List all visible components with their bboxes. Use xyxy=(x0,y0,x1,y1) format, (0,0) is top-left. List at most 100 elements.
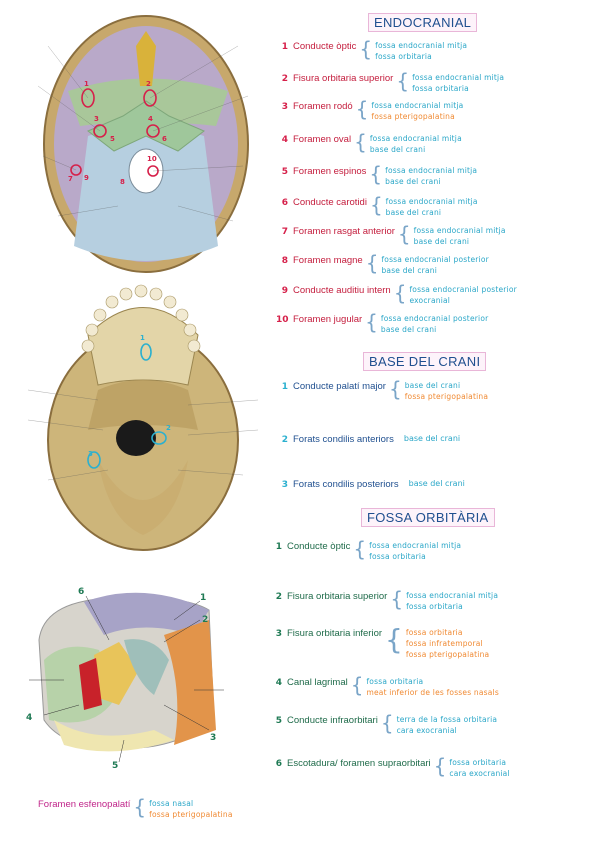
orbit-item-destinations: fossa endocranial mitja fossa orbitaria xyxy=(406,590,498,612)
brace-icon: { xyxy=(397,222,411,246)
orbit-item-number: 3 xyxy=(275,629,282,639)
brace-icon: { xyxy=(369,162,383,186)
orbit-item-destinations: fossa orbitaria meat inferior de les foss… xyxy=(366,676,499,698)
endocranial-item-destinations: fossa endocranial mitja fossa orbitaria xyxy=(412,72,504,94)
endocranial-item-name: Foramen rasgat anterior xyxy=(293,226,395,237)
orbit-item-destination: cara exocranial xyxy=(449,769,510,778)
orbit-item-name: Conducte infraorbitari xyxy=(287,715,378,726)
endo-fig-label-3: 3 xyxy=(94,115,99,123)
endo-fig-label-6: 6 xyxy=(162,135,167,143)
endocranial-item-number: 8 xyxy=(281,256,288,266)
orbit-item-name: Fisura orbitaria superior xyxy=(287,591,388,602)
brace-icon: { xyxy=(433,754,447,778)
base-item-name: Forats condilis anteriors xyxy=(293,434,394,445)
endocranial-item-name: Foramen rodó xyxy=(293,101,353,112)
base-item-name: Conducte palatí major xyxy=(293,381,386,392)
orbit-item-name: Fisura orbitaria inferior xyxy=(287,628,383,639)
orbit-item-number: 1 xyxy=(275,542,282,552)
section-title-endocranial: ENDOCRANIAL xyxy=(368,13,478,32)
endocranial-item-name: Foramen espinos xyxy=(293,166,367,177)
orbit-item-destination: meat inferior de les fosses nasals xyxy=(366,688,499,697)
brace-icon: { xyxy=(353,537,367,561)
endocranial-item-destination: fossa orbitaria xyxy=(412,84,469,93)
skull-base-figure: 1 2 3 xyxy=(28,284,258,551)
base-item-number: 3 xyxy=(281,480,288,490)
sphenopalatine-sub-2: fossa pterigopalatina xyxy=(149,810,233,819)
endocranial-item-destination: fossa endocranial mitja xyxy=(413,226,506,235)
orbit-item-number: 6 xyxy=(275,759,282,769)
endocranial-item-number: 5 xyxy=(281,167,288,177)
base-item-number: 1 xyxy=(281,382,288,392)
sphenopalatine-sub-1: fossa nasal xyxy=(149,799,194,808)
orbit-item-destination: cara exocranial xyxy=(396,726,457,735)
orbit-item-destination: fossa orbitaria xyxy=(369,552,426,561)
brace-icon: { xyxy=(388,377,402,401)
base-item-destination: fossa pterigopalatina xyxy=(404,392,489,401)
orbit-item-name: Canal lagrimal xyxy=(287,677,348,688)
brace-icon: { xyxy=(365,310,378,334)
base-item-destination: base del crani xyxy=(403,434,461,443)
endocranial-item: 7 Foramen rasgat anterior{fossa endocrani… xyxy=(276,222,506,247)
orbit-item-destination: fossa orbitaria xyxy=(405,628,463,637)
orbit-item-destination: terra de la fossa orbitaria xyxy=(396,715,498,724)
endocranial-item-number: 10 xyxy=(276,315,289,325)
endocranial-item-destination: fossa endocranial mitja xyxy=(412,73,505,82)
endocranial-item-name: Foramen oval xyxy=(293,134,352,145)
orbit-item: 3 Fisura orbitaria inferior{fossa orbitar… xyxy=(270,623,489,660)
endo-fig-label-9: 9 xyxy=(84,174,89,182)
endocranial-item-destination: fossa orbitaria xyxy=(375,52,432,61)
orbit-fig-label-5: 5 xyxy=(112,761,118,770)
brace-icon: { xyxy=(385,623,403,656)
endocranial-item-name: Conducte carotidi xyxy=(293,197,367,208)
endocranial-item-number: 4 xyxy=(281,135,288,145)
endo-fig-label-10: 10 xyxy=(147,155,157,163)
endocranial-item-number: 7 xyxy=(281,227,288,237)
endocranial-item-number: 3 xyxy=(281,102,288,112)
endo-fig-label-2: 2 xyxy=(146,80,151,88)
sphenopalatine-entry: Foramen esfenopalatí { fossa nasal fossa… xyxy=(38,797,233,820)
orbit-item-number: 2 xyxy=(275,592,282,602)
base-item: 3 Forats condilis posteriors base del cran… xyxy=(276,478,465,490)
endocranial-item-destination: fossa pterigopalatina xyxy=(371,112,455,121)
base-item-name: Forats condilis posteriors xyxy=(293,479,399,490)
sphenopalatine-name: Foramen esfenopalatí xyxy=(38,799,131,810)
endocranial-item-name: Foramen jugular xyxy=(293,314,363,325)
orbit-item-name: Conducte òptic xyxy=(287,541,351,552)
endocranial-item-number: 2 xyxy=(281,74,288,84)
endocranial-item-name: Fisura orbitaria superior xyxy=(293,73,394,84)
endo-fig-label-7: 7 xyxy=(68,175,73,183)
orbit-fig-label-1: 1 xyxy=(200,593,206,603)
orbit-item: 6 Escotadura/ foramen supraorbitari{fossa… xyxy=(270,754,510,779)
endocranial-skull-figure: 1 2 3 4 5 6 7 8 9 10 xyxy=(37,15,249,273)
base-fig-label-1: 1 xyxy=(140,334,145,342)
sphenopalatine-subs: fossa nasal fossa pterigopalatina xyxy=(149,798,232,820)
orbit-item-destination: fossa orbitaria xyxy=(366,677,424,686)
orbit-item-destination: fossa infratemporal xyxy=(405,639,483,648)
endocranial-item-destination: fossa endocranial posterior xyxy=(381,255,489,264)
orbit-item-destinations: terra de la fossa orbitaria cara exocrani… xyxy=(397,714,498,736)
orbit-item-name: Escotadura/ foramen supraorbitari xyxy=(287,758,431,769)
brace-icon: { xyxy=(350,673,364,697)
endo-fig-label-5: 5 xyxy=(110,135,115,143)
orbit-fig-label-6: 6 xyxy=(78,587,84,597)
orbit-item-destination: fossa endocranial mitja xyxy=(406,591,499,600)
base-item-destination: base del crani xyxy=(408,479,465,488)
orbit-item-destination: fossa orbitaria xyxy=(406,602,463,611)
